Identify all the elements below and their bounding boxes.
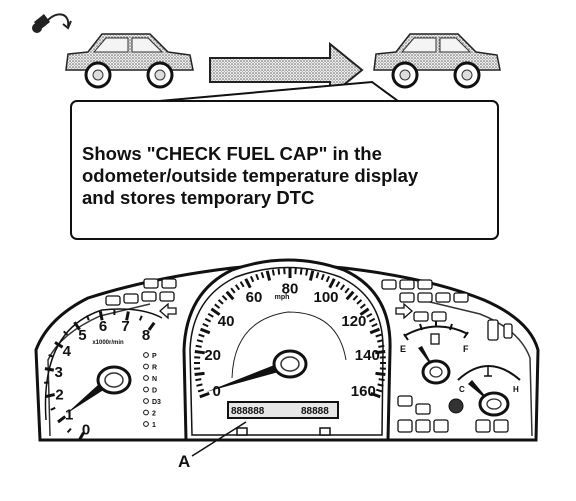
tachometer-label: 3	[55, 364, 63, 381]
speedometer-tick	[378, 384, 384, 385]
car-before-icon	[66, 34, 193, 87]
tachometer-tick	[46, 395, 55, 397]
odometer-right-digits: 88888	[301, 406, 329, 417]
tachometer-label: 4	[63, 343, 72, 360]
speedometer-tick	[195, 379, 201, 380]
gear-indicator-label: P	[152, 353, 157, 360]
callout-line-3: and stores temporary DTC	[82, 187, 502, 209]
speedometer-tick	[197, 384, 203, 385]
speedometer-tick	[195, 352, 205, 353]
speedometer-label: 120	[341, 313, 366, 330]
speedometer-tick	[301, 269, 302, 275]
fuel-cap-icon	[32, 14, 71, 33]
odometer-left-digits: 888888	[231, 406, 265, 417]
car-after-icon	[374, 34, 500, 87]
speedometer-label: 160	[351, 383, 376, 400]
fuel-full-label: F	[463, 344, 469, 354]
tachometer-label: 5	[78, 327, 86, 344]
temp-cold-label: C	[459, 385, 465, 394]
speedometer-tick	[379, 379, 385, 380]
gear-indicator-dot	[144, 353, 149, 358]
gear-indicator-label: N	[152, 376, 157, 383]
callout-label-a: A	[178, 452, 190, 472]
speedometer-tick	[279, 269, 280, 275]
speedometer-label: 20	[204, 347, 221, 364]
speedometer-label: 100	[313, 289, 338, 306]
gear-indicator-label: 2	[152, 411, 156, 418]
callout-line-2: odometer/outside temperature display	[82, 165, 502, 187]
temp-hot-label: H	[513, 385, 519, 394]
callout-line-1: Shows "CHECK FUEL CAP" in the	[82, 143, 502, 165]
speedometer-tick	[196, 346, 202, 347]
gear-indicator-dot	[144, 364, 149, 369]
tachometer-label: 2	[55, 386, 63, 403]
speedometer-label: 40	[218, 313, 235, 330]
trip-reset-knob	[449, 399, 463, 413]
speedometer-label: 60	[246, 289, 263, 306]
callout-message: Shows "CHECK FUEL CAP" in the odometer/o…	[82, 143, 502, 209]
gear-indicator-dot	[144, 410, 149, 415]
fuel-pump-icon	[431, 334, 439, 344]
gear-indicator-label: D3	[152, 399, 161, 406]
tachometer-unit: x1000r/min	[92, 340, 124, 346]
callout-pointer	[148, 82, 398, 102]
tachometer-label: 6	[99, 318, 107, 335]
fuel-empty-label: E	[400, 344, 406, 354]
gear-indicator-label: 1	[152, 422, 156, 429]
speedometer-unit: mph	[275, 294, 290, 301]
speedometer-tick	[273, 270, 274, 276]
gear-indicator-label: R	[152, 365, 157, 372]
speedometer-tick	[195, 373, 205, 374]
speedometer-label: 0	[213, 383, 221, 400]
tachometer-label: 8	[142, 327, 150, 344]
gear-indicator-dot	[144, 399, 149, 404]
tachometer-label: 0	[82, 422, 90, 439]
speedometer-label: 140	[355, 347, 380, 364]
tachometer-tick	[45, 369, 54, 371]
speedometer-tick	[306, 270, 307, 276]
gear-indicator-dot	[144, 387, 149, 392]
gear-indicator-dot	[144, 422, 149, 427]
tachometer-label: 7	[121, 318, 129, 335]
gear-indicator-label: D	[152, 388, 157, 395]
gear-indicator-dot	[144, 376, 149, 381]
speedometer-tick	[376, 373, 386, 374]
